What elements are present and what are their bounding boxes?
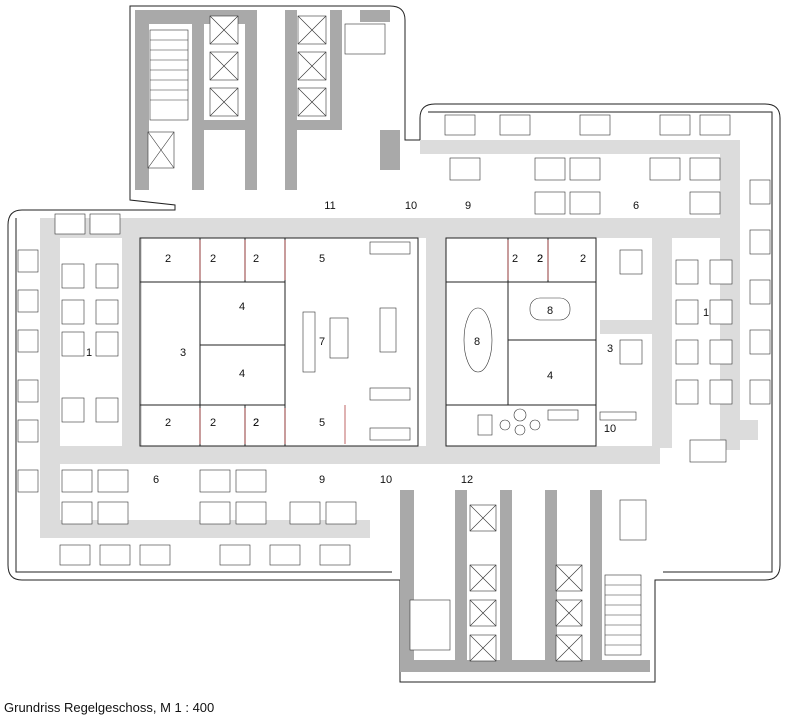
room-label: 8 <box>474 336 480 348</box>
lounge-seating <box>369 241 637 441</box>
floor-plan-drawing: 1 1 2 2 2 2 2 2 2 2 2 3 3 4 4 4 5 5 6 6 … <box>7 5 781 683</box>
room-label: 8 <box>547 305 553 317</box>
room-label: 2 <box>210 253 216 265</box>
room-label: 2 <box>253 253 259 265</box>
room-label: 4 <box>547 370 553 382</box>
south-workstations <box>59 469 357 566</box>
building-outline <box>7 5 781 683</box>
room-label: 3 <box>180 347 186 359</box>
east-workstations <box>619 179 771 463</box>
room-label: 1 <box>86 347 92 359</box>
room-label: 5 <box>319 417 325 429</box>
north-workstations <box>54 114 731 235</box>
room-label: 4 <box>239 301 245 313</box>
room-label: 10 <box>604 423 616 435</box>
room-label: 11 <box>324 200 335 212</box>
room-label: 6 <box>153 474 159 486</box>
room-label: 6 <box>633 200 639 212</box>
corridors <box>40 140 758 538</box>
meeting-table-room8 <box>302 297 571 373</box>
room-labels: 1 1 2 2 2 2 2 2 2 2 2 3 3 4 4 4 5 5 6 6 … <box>86 200 709 486</box>
office-partitions <box>139 237 597 447</box>
room-label: 9 <box>319 474 325 486</box>
room-label: 2 <box>210 417 216 429</box>
room-label: 3 <box>607 343 613 355</box>
room-label: 10 <box>405 200 417 212</box>
north-core <box>135 10 400 190</box>
room-label: 2 <box>537 253 543 265</box>
room-label: 2 <box>165 417 171 429</box>
room-label: 7 <box>319 336 325 348</box>
south-core <box>400 490 650 672</box>
room-label: 2 <box>537 253 543 265</box>
plan-caption: Grundriss Regelgeschoss, M 1 : 400 <box>4 700 215 715</box>
room-label: 1 <box>703 307 709 319</box>
room-label: 2 <box>253 417 259 429</box>
room-label: 2 <box>580 253 586 265</box>
room-label: 4 <box>239 368 245 380</box>
room-label: 5 <box>319 253 325 265</box>
west-workstations <box>17 249 119 493</box>
room-label: 2 <box>253 417 259 429</box>
room-label: 12 <box>461 474 473 486</box>
room-label: 2 <box>165 253 171 265</box>
room-label: 10 <box>380 474 392 486</box>
room-label: 2 <box>512 253 518 265</box>
room-label: 9 <box>465 200 471 212</box>
